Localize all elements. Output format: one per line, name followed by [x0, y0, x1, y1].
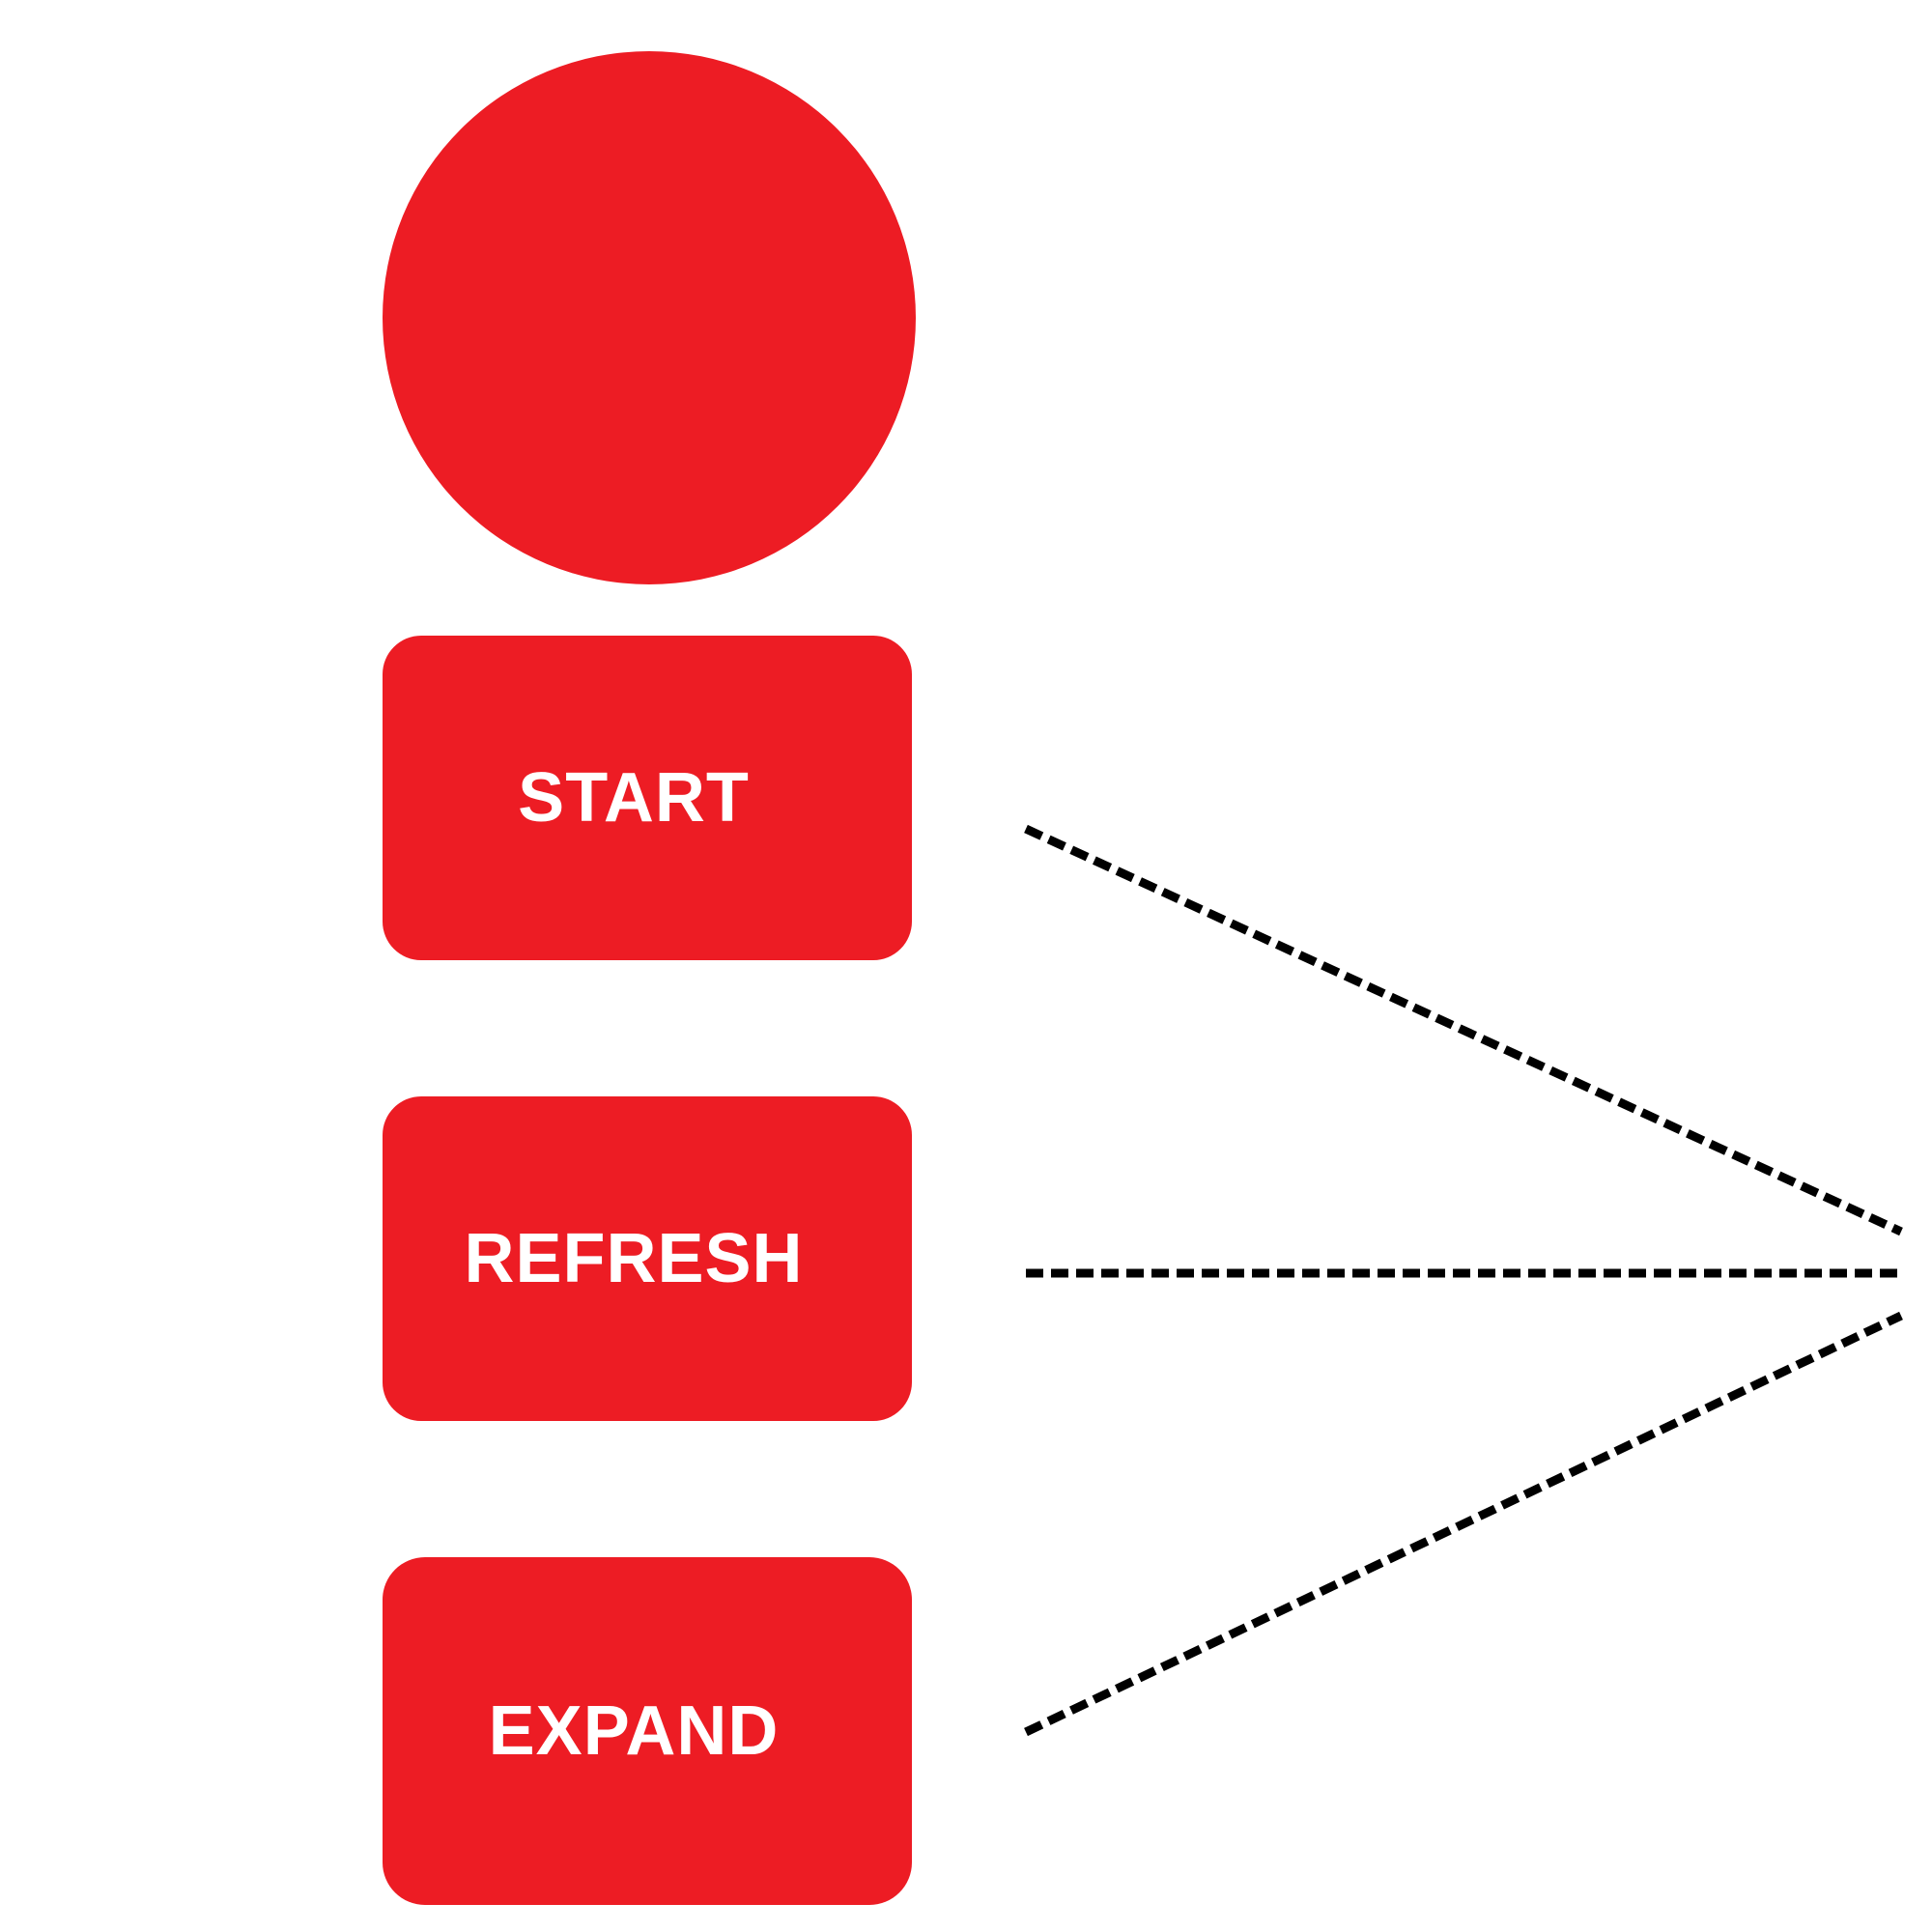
start-button[interactable]: START: [383, 636, 912, 960]
expand-button[interactable]: EXPAND: [383, 1557, 912, 1905]
expand-button-label: EXPAND: [488, 1692, 780, 1770]
start-connector-line: [1024, 824, 1903, 1236]
refresh-button[interactable]: REFRESH: [383, 1096, 912, 1421]
status-circle: [383, 51, 916, 584]
refresh-button-label: REFRESH: [464, 1220, 804, 1297]
start-button-label: START: [518, 759, 750, 837]
expand-connector-line: [1024, 1311, 1903, 1737]
